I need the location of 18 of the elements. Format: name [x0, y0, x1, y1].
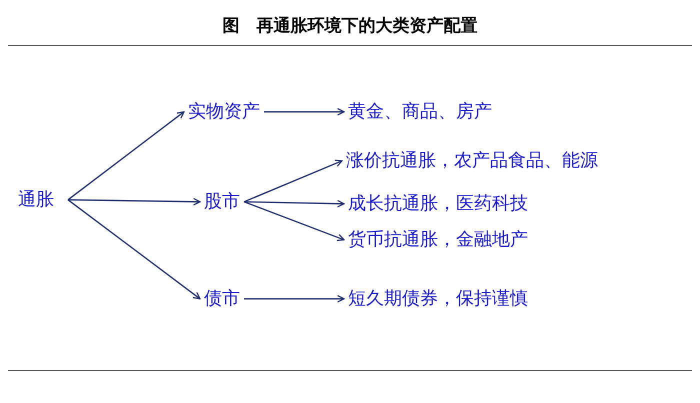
- arrow: [68, 111, 185, 200]
- arrow: [244, 160, 343, 202]
- arrow: [264, 108, 345, 116]
- node-label: 黄金、商品、房产: [348, 101, 492, 123]
- arrow: [244, 201, 345, 242]
- node-label: 货币抗通胀，金融地产: [348, 229, 528, 251]
- arrow: [68, 199, 201, 300]
- arrow: [68, 198, 201, 206]
- node-label: 债市: [204, 288, 240, 310]
- node-label: 通胀: [18, 189, 54, 211]
- node-label: 涨价抗通胀，农产品食品、能源: [346, 150, 598, 172]
- node-label: 短久期债券，保持谨慎: [348, 288, 528, 310]
- arrow: [244, 200, 345, 208]
- diagram-title: 图 再通胀环境下的大类资产配置: [222, 15, 478, 37]
- arrow: [244, 295, 345, 303]
- node-label: 实物资产: [188, 101, 260, 123]
- node-label: 股市: [204, 191, 240, 213]
- node-label: 成长抗通胀，医药科技: [348, 193, 528, 215]
